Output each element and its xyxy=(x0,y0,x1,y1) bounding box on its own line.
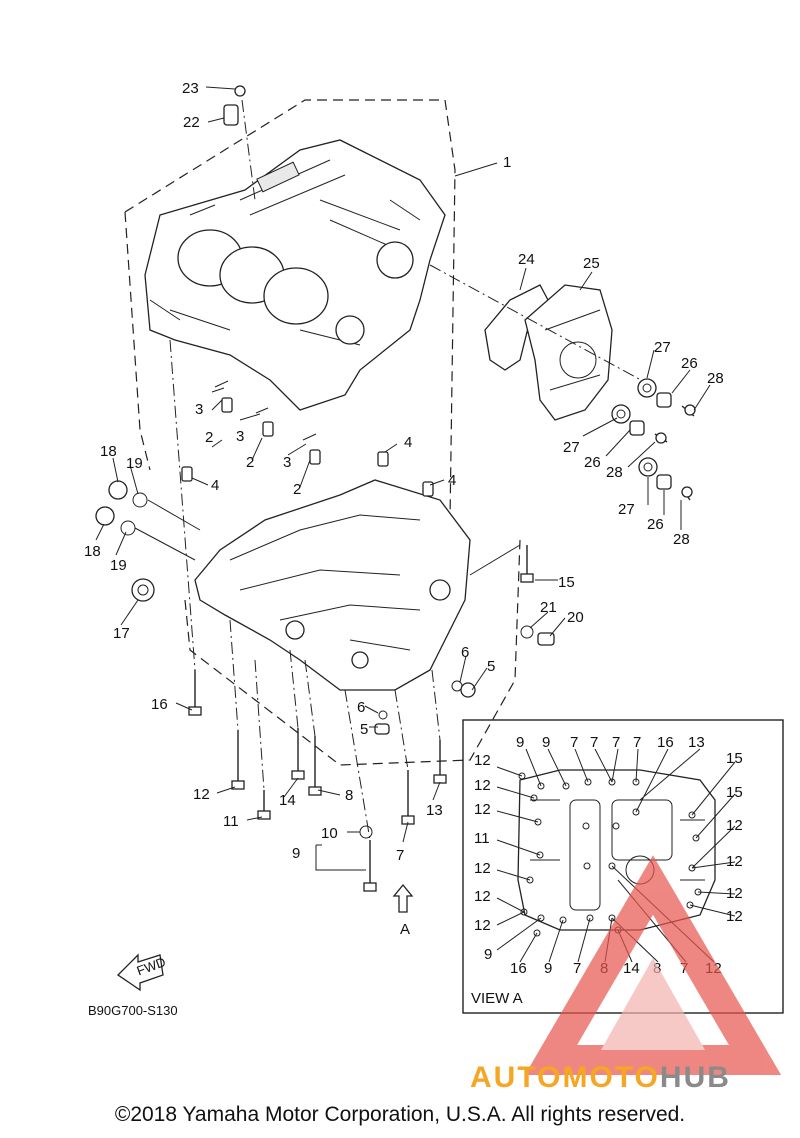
view-callout: 7 xyxy=(590,734,598,751)
callout-20: 20 xyxy=(567,609,584,626)
callout-2c: 2 xyxy=(293,481,301,498)
drawing-code: B90G700-S130 xyxy=(88,1003,178,1018)
callout-26c: 26 xyxy=(647,516,664,533)
view-callout: 7 xyxy=(612,734,620,751)
view-callout: 7 xyxy=(633,734,641,751)
callout-3a: 3 xyxy=(195,401,203,418)
view-callout: 12 xyxy=(474,801,491,818)
callout-3b: 3 xyxy=(236,428,244,445)
callout-2a: 2 xyxy=(205,429,213,446)
view-a-arrow-icon xyxy=(392,883,414,913)
view-callout: 12 xyxy=(726,885,743,902)
view-callout: 9 xyxy=(516,734,524,751)
view-callout: 9 xyxy=(484,946,492,963)
callout-labels: 23 22 1 24 25 27 26 28 3 2 3 2 3 2 4 4 4… xyxy=(84,80,724,864)
top-bracket xyxy=(223,85,256,201)
callout-7: 7 xyxy=(396,847,404,864)
crankcase-cover xyxy=(484,284,613,421)
callout-28a: 28 xyxy=(707,370,724,387)
callout-1: 1 xyxy=(503,154,511,171)
callout-2b: 2 xyxy=(246,454,254,471)
view-callout: 12 xyxy=(474,888,491,905)
callout-15: 15 xyxy=(558,574,575,591)
view-callout: 12 xyxy=(474,777,491,794)
callout-17: 17 xyxy=(113,625,130,642)
view-callout: 7 xyxy=(573,960,581,977)
callout-27c: 27 xyxy=(618,501,635,518)
callout-10: 10 xyxy=(321,825,338,842)
crankcase-group-outline xyxy=(124,99,456,561)
callout-9: 9 xyxy=(292,845,300,862)
view-callout: 14 xyxy=(623,960,640,977)
callout-5a: 5 xyxy=(487,658,495,675)
view-callout: 12 xyxy=(474,860,491,877)
right-bolt-and-plug xyxy=(469,544,555,646)
callout-19b: 19 xyxy=(110,557,127,574)
callout-4c: 4 xyxy=(211,477,219,494)
callout-5b: 5 xyxy=(360,721,368,738)
view-callout: 12 xyxy=(726,817,743,834)
watermark-suffix: HUB xyxy=(660,1061,731,1094)
view-callout: 16 xyxy=(510,960,527,977)
copyright-notice: ©2018 Yamaha Motor Corporation, U.S.A. A… xyxy=(114,1103,686,1126)
callout-23: 23 xyxy=(182,80,199,97)
view-callout: 9 xyxy=(542,734,550,751)
callout-3c: 3 xyxy=(283,454,291,471)
callout-26a: 26 xyxy=(681,355,698,372)
view-callout: 12 xyxy=(474,752,491,769)
callout-27a: 27 xyxy=(654,339,671,356)
callout-13: 13 xyxy=(426,802,443,819)
drain-plugs xyxy=(374,680,476,735)
callout-26b: 26 xyxy=(584,454,601,471)
callout-18a: 18 xyxy=(100,443,117,460)
cover-bolts xyxy=(611,378,696,501)
callout-4a: 4 xyxy=(404,434,412,451)
callout-27b: 27 xyxy=(563,439,580,456)
view-callout: 12 xyxy=(726,908,743,925)
view-callout: 12 xyxy=(726,853,743,870)
fwd-arrow-icon xyxy=(116,953,164,992)
upper-crankcase xyxy=(144,139,446,411)
watermark-logo xyxy=(524,855,782,1075)
callout-4b: 4 xyxy=(448,472,456,489)
callout-12: 12 xyxy=(193,786,210,803)
callout-19a: 19 xyxy=(126,455,143,472)
plugs-and-washers xyxy=(95,480,201,602)
dowel-pins xyxy=(181,380,434,497)
callout-28c: 28 xyxy=(673,531,690,548)
view-a-bottom-case xyxy=(517,769,716,931)
crankcase-bolts xyxy=(169,339,447,892)
callout-16: 16 xyxy=(151,696,168,713)
view-callout: 15 xyxy=(726,750,743,767)
callout-11: 11 xyxy=(223,813,239,830)
callout-28b: 28 xyxy=(606,464,623,481)
view-callout: 12 xyxy=(474,917,491,934)
callout-leaders xyxy=(95,86,711,843)
callout-6a: 6 xyxy=(461,644,469,661)
watermark-prefix: AUTOMOTO xyxy=(470,1061,660,1094)
view-callout: 7 xyxy=(680,960,688,977)
watermark-text: AUTOMOTOHUB xyxy=(470,1061,731,1094)
callout-8: 8 xyxy=(345,787,353,804)
view-callout: 7 xyxy=(570,734,578,751)
view-callout: 16 xyxy=(657,734,674,751)
callout-22: 22 xyxy=(183,114,200,131)
lower-crankcase xyxy=(194,479,471,691)
callout-14: 14 xyxy=(279,792,296,809)
callout-6b: 6 xyxy=(357,699,365,716)
view-a-label: VIEW A xyxy=(471,990,523,1007)
view-callout: 15 xyxy=(726,784,743,801)
callout-24: 24 xyxy=(518,251,535,268)
view-callout: 9 xyxy=(544,960,552,977)
callout-18b: 18 xyxy=(84,543,101,560)
callout-21: 21 xyxy=(540,599,557,616)
callout-25: 25 xyxy=(583,255,600,272)
view-callout: 11 xyxy=(474,830,490,847)
view-arrow-label: A xyxy=(400,921,410,938)
view-callout: 13 xyxy=(688,734,705,751)
